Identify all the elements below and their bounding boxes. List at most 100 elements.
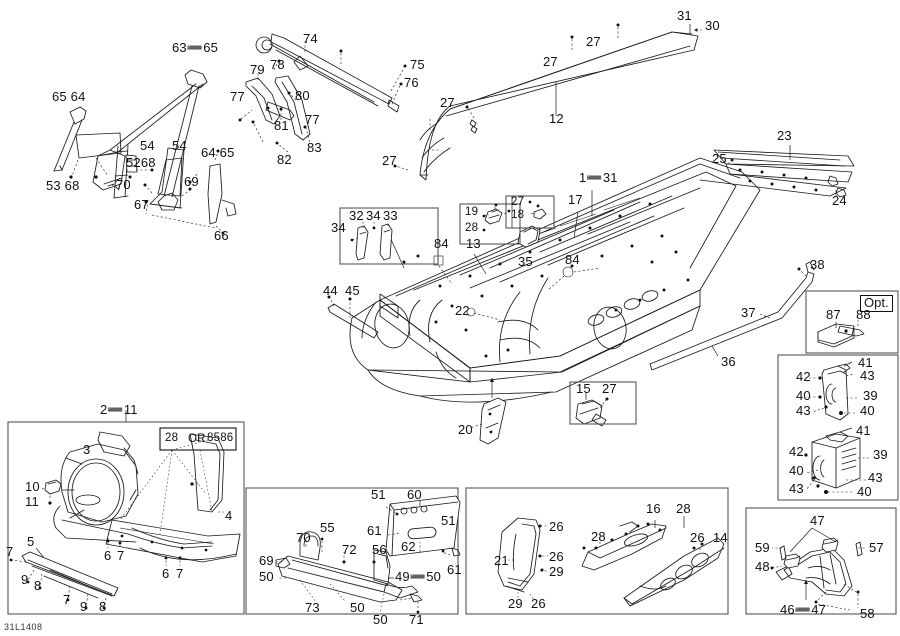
callout-6-b: 6 bbox=[162, 566, 170, 581]
callout-14: 14 bbox=[713, 530, 728, 545]
callout-73: 73 bbox=[305, 600, 320, 615]
callout-26-a: 26 bbox=[549, 519, 564, 534]
callout-77-a: 77 bbox=[230, 89, 245, 104]
callout-26-c: 26 bbox=[531, 596, 546, 611]
callout-19: 19 bbox=[465, 206, 479, 218]
callout-53-68: 53 68 bbox=[46, 178, 80, 193]
opt-badge: Opt. bbox=[860, 295, 893, 312]
callout-84-b: 84 bbox=[565, 252, 580, 267]
callout-54-b: 54 bbox=[172, 138, 187, 153]
callout-17: 17 bbox=[568, 192, 583, 207]
callout-41-b: 41 bbox=[856, 423, 871, 438]
callout-5: 5 bbox=[27, 534, 35, 549]
callout-51-a: 51 bbox=[371, 487, 386, 502]
callout-7-c: 7 bbox=[6, 544, 14, 559]
callout-25: 25 bbox=[712, 151, 727, 166]
callout-34-a: 34 bbox=[366, 208, 381, 223]
callout-31-top: 31 bbox=[677, 8, 692, 23]
callout-81: 81 bbox=[274, 118, 289, 133]
callout-12: 12 bbox=[549, 111, 564, 126]
callout-39-b: 39 bbox=[873, 447, 888, 462]
art-inset-32-34-33 bbox=[350, 222, 393, 261]
callout-9-b: 9 bbox=[80, 599, 88, 614]
callout-63-65: 63➖65 bbox=[172, 40, 219, 55]
sheet-watermark: 31L1408 bbox=[4, 622, 43, 632]
callout-83: 83 bbox=[307, 140, 322, 155]
callout-26-b: 26 bbox=[549, 549, 564, 564]
callout-50-c: 50 bbox=[373, 612, 388, 627]
callout-18: 18 bbox=[511, 209, 525, 221]
callout-50-b: 50 bbox=[350, 600, 365, 615]
inset-box-28-or-8586 bbox=[159, 427, 237, 451]
callout-36: 36 bbox=[721, 354, 736, 369]
callout-61-a: 61 bbox=[367, 523, 382, 538]
callout-3: 3 bbox=[83, 442, 91, 457]
callout-74: 74 bbox=[303, 31, 318, 46]
callout-79: 79 bbox=[250, 62, 265, 77]
art-inset-19-28 bbox=[482, 203, 511, 232]
inset-box-15-27 bbox=[569, 381, 637, 425]
callout-40-d: 40 bbox=[857, 484, 872, 499]
callout-65-64: 65 64 bbox=[52, 89, 86, 104]
callout-40-a: 40 bbox=[796, 388, 811, 403]
callout-29-a: 29 bbox=[549, 564, 564, 579]
callout-13: 13 bbox=[466, 236, 481, 251]
callout-76: 76 bbox=[404, 75, 419, 90]
callout-7-d: 7 bbox=[63, 592, 71, 607]
inset-or-label: OR bbox=[188, 433, 206, 445]
callout-27-a: 27 bbox=[586, 34, 601, 49]
callout-55: 55 bbox=[320, 520, 335, 535]
callout-56: 56 bbox=[372, 542, 387, 557]
callout-43-c: 43 bbox=[789, 481, 804, 496]
panel-bottom-left-header: 2➖11 bbox=[100, 402, 138, 417]
callout-69-b: 69 bbox=[259, 553, 274, 568]
callout-50-a: 50 bbox=[259, 569, 274, 584]
callout-64-65: 64 65 bbox=[201, 145, 235, 160]
inset-box-27-18 bbox=[505, 195, 555, 229]
callout-40-b: 40 bbox=[860, 403, 875, 418]
callout-42-b: 42 bbox=[789, 444, 804, 459]
callout-9-a: 9 bbox=[21, 572, 29, 587]
callout-10: 10 bbox=[25, 479, 40, 494]
callout-11: 11 bbox=[25, 494, 39, 509]
callout-49-50: 49➖50 bbox=[395, 569, 442, 584]
callout-23: 23 bbox=[777, 128, 792, 143]
seat-box bbox=[777, 354, 899, 501]
inset-8586-label: 8586 bbox=[207, 432, 234, 444]
callout-42-a: 42 bbox=[796, 369, 811, 384]
callout-16: 16 bbox=[646, 501, 661, 516]
callout-39-a: 39 bbox=[863, 388, 878, 403]
callout-32: 32 bbox=[349, 208, 364, 223]
inset-box-19-28 bbox=[459, 203, 521, 245]
callout-87: 87 bbox=[826, 307, 841, 322]
callout-43-b: 43 bbox=[796, 403, 811, 418]
callout-77-b: 77 bbox=[305, 112, 320, 127]
callout-44: 44 bbox=[323, 283, 338, 298]
callout-67: 67 bbox=[134, 197, 149, 212]
callout-82: 82 bbox=[277, 152, 292, 167]
callout-27-e: 27 bbox=[511, 196, 525, 208]
callout-4: 4 bbox=[225, 508, 233, 523]
art-upper-left-frames bbox=[53, 69, 237, 235]
callout-52-68: 5268 bbox=[126, 155, 156, 170]
callout-29-b: 29 bbox=[508, 596, 523, 611]
callout-70: 70 bbox=[116, 177, 131, 192]
callout-61-b: 61 bbox=[447, 562, 462, 577]
callout-71: 71 bbox=[409, 612, 424, 627]
callout-80: 80 bbox=[295, 88, 310, 103]
art-inset-27-18 bbox=[528, 200, 547, 220]
callout-30: 30 bbox=[705, 18, 720, 33]
callout-70-b: 70 bbox=[296, 530, 311, 545]
art-seat-upper bbox=[806, 361, 858, 421]
callout-41-a: 41 bbox=[858, 355, 873, 370]
panel-bottom-far-right bbox=[745, 507, 897, 615]
callout-34-b: 34 bbox=[331, 220, 346, 235]
art-bottom-mid-content bbox=[275, 495, 461, 614]
art-main-frame bbox=[327, 145, 855, 445]
callout-78: 78 bbox=[270, 57, 285, 72]
callout-47-a: 47 bbox=[810, 513, 825, 528]
callout-62: 62 bbox=[401, 539, 416, 554]
callout-43-d: 43 bbox=[868, 470, 883, 485]
callout-75: 75 bbox=[410, 57, 425, 72]
callout-33: 33 bbox=[383, 208, 398, 223]
